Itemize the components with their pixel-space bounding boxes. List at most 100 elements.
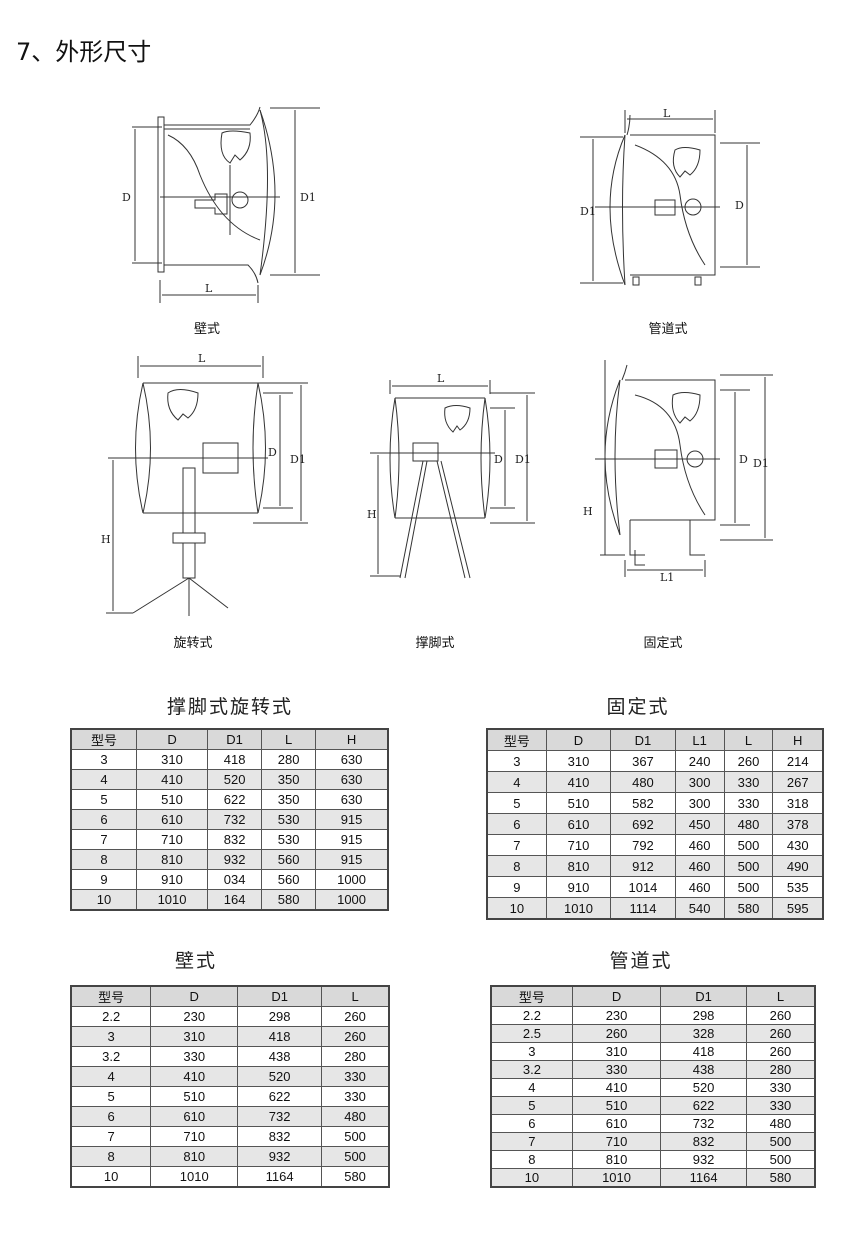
table-cell: 460 [674,855,725,877]
stand-rotary-table-title: 撑脚式旋转式 [166,696,294,718]
dim-label-d: D [494,453,503,466]
table-cell: 1010 [571,1168,662,1188]
table-cell: 1000 [315,869,389,890]
table-cell: 438 [660,1060,747,1079]
table-cell: 932 [237,1146,323,1167]
wall-diagram-caption: 壁式 [193,322,221,337]
table-cell: 732 [237,1106,323,1127]
table-cell: 260 [321,1006,390,1027]
dim-label-h: H [583,505,593,518]
table-cell: 610 [150,1106,239,1127]
column-header: 型号 [70,985,152,1007]
dim-label-l: L [437,372,445,385]
column-header: H [772,728,824,751]
table-cell: 330 [571,1060,662,1079]
fixed-fan-diagram: L1 H D D1 [583,360,773,584]
table-cell: 034 [207,869,263,890]
table-cell: 410 [150,1066,239,1087]
table-cell: 732 [207,809,263,830]
table-cell: 300 [674,771,725,793]
dim-label-d1: D1 [290,453,306,466]
table-cell: 580 [321,1166,390,1188]
table-cell: 10 [70,1166,152,1188]
table-cell: 418 [660,1042,747,1061]
table-cell: 460 [674,834,725,856]
column-header: L [745,985,816,1007]
fixed-table-title: 固定式 [606,696,670,718]
table-cell: 4 [70,769,137,790]
table-cell: 4 [70,1066,152,1087]
table-cell: 3 [70,749,137,770]
table-cell: 580 [745,1168,816,1188]
table-cell: 8 [486,855,547,877]
table-cell: 280 [745,1060,816,1079]
table-cell: 832 [660,1132,747,1151]
column-header: D1 [660,985,747,1007]
table-cell: 5 [490,1096,573,1115]
table-cell: 410 [571,1078,662,1097]
table-cell: 260 [745,1042,816,1061]
table-cell: 915 [315,829,389,850]
table-cell: 540 [674,897,725,920]
table-cell: 810 [150,1146,239,1167]
table-cell: 490 [772,855,824,877]
table-cell: 910 [545,876,612,898]
table-cell: 500 [321,1146,390,1167]
table-cell: 1164 [660,1168,747,1188]
table-cell: 732 [660,1114,747,1133]
table-cell: 912 [610,855,676,877]
table-cell: 915 [315,809,389,830]
column-header: D [545,728,612,751]
dim-label-h: H [101,533,111,546]
dim-label-d: D [735,199,744,212]
table-cell: 560 [261,869,317,890]
column-header: H [315,728,389,750]
table-cell: 330 [745,1096,816,1115]
table-cell: 3 [70,1026,152,1047]
table-cell: 328 [660,1024,747,1043]
table-cell: 260 [321,1026,390,1047]
table-cell: 3 [486,750,547,772]
table-cell: 810 [571,1150,662,1169]
table-cell: 610 [545,813,612,835]
table-cell: 164 [207,889,263,911]
table-cell: 1010 [150,1166,239,1188]
column-header: L1 [674,728,725,751]
dim-label-l: L [205,282,213,295]
table-cell: 915 [315,849,389,870]
table-cell: 214 [772,750,824,772]
dim-label-d1: D1 [515,453,531,466]
table-cell: 330 [321,1086,390,1107]
table-cell: 4 [486,771,547,793]
column-header: L [261,728,317,750]
table-cell: 3.2 [70,1046,152,1067]
table-cell: 595 [772,897,824,920]
rotary-fan-diagram: L H D D1 [101,352,308,616]
table-cell: 622 [237,1086,323,1107]
table-cell: 530 [261,829,317,850]
column-header: D [150,985,239,1007]
table-cell: 330 [723,771,774,793]
table-cell: 430 [772,834,824,856]
table-cell: 500 [745,1132,816,1151]
table-cell: 5 [70,789,137,810]
table-cell: 6 [70,809,137,830]
